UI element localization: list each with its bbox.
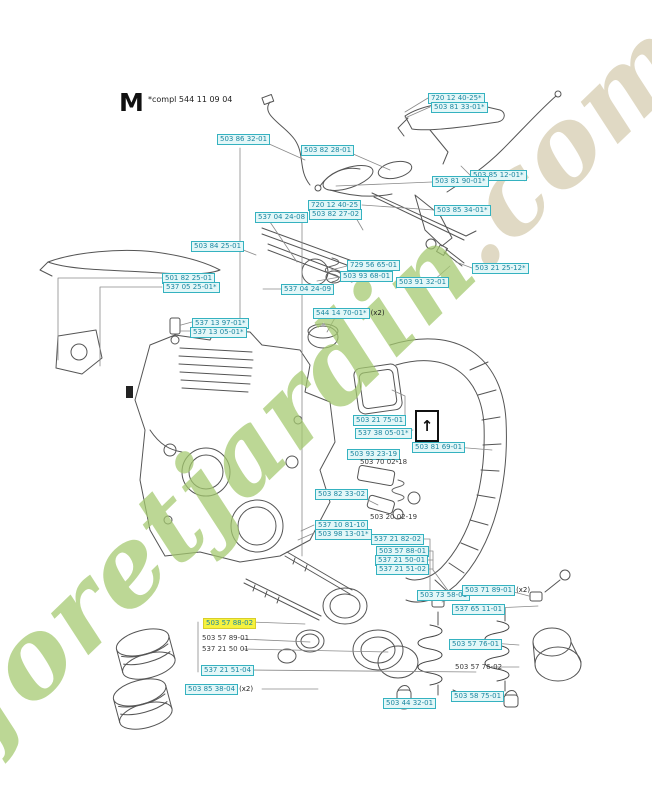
part-number: 537 04 24-09 bbox=[281, 284, 335, 295]
part-label: 503 70 02-18 bbox=[358, 458, 409, 467]
part-number: 537 13 05-01* bbox=[190, 327, 247, 338]
part-label[interactable]: 503 81 33-01* bbox=[431, 102, 488, 113]
part-number: 503 58 75-01 bbox=[451, 691, 505, 702]
part-label[interactable]: 503 44 32-01 bbox=[383, 698, 437, 709]
part-number: 537 21 50 01 bbox=[202, 645, 249, 653]
part-number: 503 85 12-01* bbox=[470, 170, 527, 181]
part-number: 503 93 68-01 bbox=[340, 271, 394, 282]
part-number: 503 57 76-01 bbox=[449, 639, 503, 650]
part-number: 537 05 25-01* bbox=[163, 282, 220, 293]
part-number: 503 84 25-01 bbox=[191, 241, 245, 252]
part-label: 503 20 02-19 bbox=[368, 513, 419, 522]
part-label[interactable]: 503 93 68-01 bbox=[340, 271, 394, 282]
part-number: 503 71 89-01 bbox=[462, 585, 516, 596]
part-label[interactable]: 729 56 65-01 bbox=[347, 260, 401, 271]
part-label[interactable]: 503 85 12-01* bbox=[470, 170, 527, 181]
part-number: 537 04 24-08 bbox=[255, 212, 309, 223]
part-label[interactable]: 537 21 51-02 bbox=[376, 564, 430, 575]
part-label[interactable]: 503 85 38-04(x2) bbox=[185, 684, 253, 695]
part-number: 503 86 32-01 bbox=[217, 134, 271, 145]
part-label: 503 57 76-02 bbox=[453, 663, 504, 672]
part-label-selected[interactable]: 503 57 88-02 bbox=[203, 618, 257, 629]
part-label[interactable]: 503 81 90-01* bbox=[432, 176, 489, 187]
part-number: 503 81 33-01* bbox=[431, 102, 488, 113]
part-label[interactable]: 503 58 75-01 bbox=[451, 691, 505, 702]
part-label[interactable]: 537 38 05-01* bbox=[355, 428, 412, 439]
part-number: 503 70 02-18 bbox=[360, 458, 408, 466]
part-label[interactable]: 503 91 32-01 bbox=[396, 277, 450, 288]
part-number: 503 85 34-01* bbox=[434, 205, 491, 216]
part-number: 503 93 23-19 bbox=[347, 449, 401, 460]
part-label[interactable]: 503 86 32-01 bbox=[217, 134, 271, 145]
part-number: 503 98 13-01* bbox=[315, 529, 372, 540]
section-marker: M bbox=[119, 88, 144, 117]
part-label[interactable]: 537 13 05-01* bbox=[190, 327, 247, 338]
part-label[interactable]: 537 05 25-01* bbox=[163, 282, 220, 293]
part-number: 503 57 88-02 bbox=[203, 618, 257, 629]
quantity-note: (x2) bbox=[516, 586, 531, 594]
quantity-note: (x2) bbox=[370, 309, 385, 317]
part-label[interactable]: 503 21 75-01 bbox=[353, 415, 407, 426]
part-number: 537 21 51-02 bbox=[376, 564, 430, 575]
part-label[interactable]: 537 04 24-09 bbox=[281, 284, 335, 295]
part-label[interactable]: 503 21 25-12* bbox=[472, 263, 529, 274]
part-number: 503 82 33-02 bbox=[315, 489, 369, 500]
part-number: 503 85 38-04 bbox=[185, 684, 239, 695]
part-label: 537 21 50 01 bbox=[200, 645, 251, 654]
part-number: 503 91 32-01 bbox=[396, 277, 450, 288]
quantity-note: (x2) bbox=[239, 685, 254, 693]
part-label[interactable]: 503 57 76-01 bbox=[449, 639, 503, 650]
part-label[interactable]: 503 82 28-01 bbox=[301, 145, 355, 156]
part-label[interactable]: 537 21 51-04 bbox=[201, 665, 255, 676]
part-label[interactable]: 503 82 33-02 bbox=[315, 489, 369, 500]
compl-note: *compl 544 11 09 04 bbox=[148, 95, 233, 104]
part-label[interactable]: 503 81 69-01 bbox=[412, 442, 466, 453]
part-label[interactable]: 503 71 89-01(x2) bbox=[462, 585, 530, 596]
part-number: 503 81 90-01* bbox=[432, 176, 489, 187]
part-number: 503 81 69-01 bbox=[412, 442, 466, 453]
part-label[interactable]: 537 65 11-01 bbox=[452, 604, 506, 615]
part-number: 503 20 02-19 bbox=[370, 513, 418, 521]
part-number: 503 82 28-01 bbox=[301, 145, 355, 156]
part-number: 503 44 32-01 bbox=[383, 698, 437, 709]
part-number: 729 56 65-01 bbox=[347, 260, 401, 271]
part-label[interactable]: 503 93 23-19 bbox=[347, 449, 401, 460]
part-label[interactable]: 503 84 25-01 bbox=[191, 241, 245, 252]
part-label[interactable]: 503 85 34-01* bbox=[434, 205, 491, 216]
part-number: 537 21 82-02 bbox=[371, 534, 425, 545]
part-number: 537 21 51-04 bbox=[201, 665, 255, 676]
part-label[interactable]: 503 98 13-01* bbox=[315, 529, 372, 540]
part-label[interactable]: 503 82 27-02 bbox=[309, 209, 363, 220]
part-label[interactable]: 544 14 70-01*(x2) bbox=[313, 308, 385, 319]
part-number: 544 14 70-01* bbox=[313, 308, 370, 319]
part-label[interactable]: 537 21 82-02 bbox=[371, 534, 425, 545]
part-number: 537 38 05-01* bbox=[355, 428, 412, 439]
part-number: 503 57 89-01 bbox=[202, 634, 250, 642]
part-label[interactable]: 537 04 24-08 bbox=[255, 212, 309, 223]
part-number: 503 21 25-12* bbox=[472, 263, 529, 274]
part-number: 503 21 75-01 bbox=[353, 415, 407, 426]
part-number: 503 57 76-02 bbox=[455, 663, 503, 671]
install-direction-box: ↑ bbox=[415, 410, 439, 442]
part-label: 503 57 89-01 bbox=[200, 634, 251, 643]
part-number: 537 65 11-01 bbox=[452, 604, 506, 615]
up-arrow-icon: ↑ bbox=[420, 417, 434, 435]
part-number: 503 82 27-02 bbox=[309, 209, 363, 220]
